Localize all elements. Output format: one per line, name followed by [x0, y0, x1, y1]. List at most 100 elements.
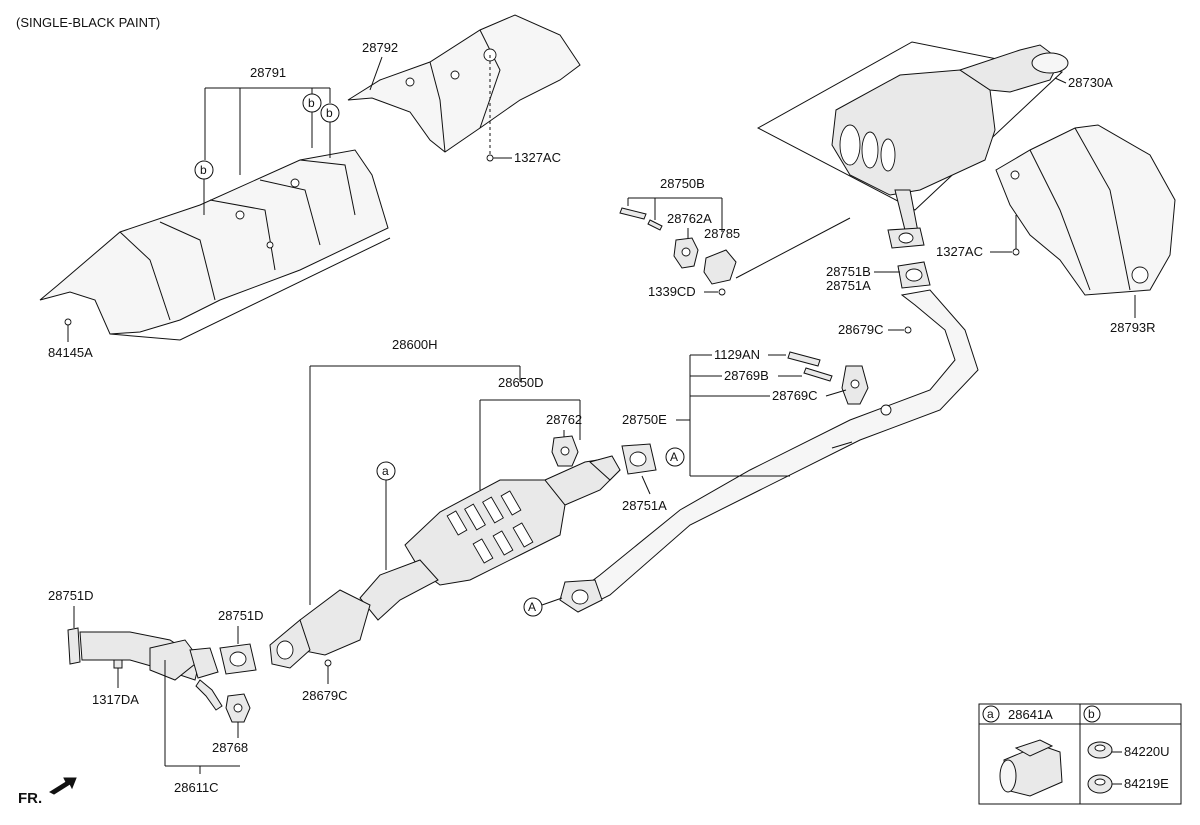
svg-text:28611C: 28611C — [174, 780, 219, 795]
legend-a-header: a 28641A — [982, 705, 1053, 723]
svg-text:28679C: 28679C — [838, 322, 884, 337]
front-direction-indicator: FR. — [18, 777, 77, 807]
label-28650D: 28650D — [479, 375, 581, 490]
front-pipe-28611C[interactable] — [79, 631, 223, 711]
label-28751B: 28751B — [826, 264, 900, 279]
svg-text:28730A: 28730A — [1068, 75, 1113, 90]
label-28792: 28792 — [362, 40, 398, 91]
bracket-28785[interactable] — [703, 249, 737, 285]
legend-table: a 28641A b 84220U 84219E — [978, 703, 1182, 805]
label-28750E: 28750E — [622, 354, 790, 477]
gasket-28751D-mid[interactable] — [219, 643, 257, 675]
label-28751A-top: 28751A — [826, 278, 871, 293]
svg-text:28750B: 28750B — [660, 176, 705, 191]
svg-text:a: a — [382, 464, 389, 478]
label-28679C-bottom: 28679C — [302, 659, 348, 703]
svg-text:A: A — [670, 450, 678, 464]
svg-text:FR.: FR. — [18, 790, 42, 807]
svg-text:1317DA: 1317DA — [92, 692, 139, 707]
marker-b-1: b — [194, 160, 214, 215]
label-28600H: 28600H — [309, 337, 521, 605]
label-28751D-mid: 28751D — [218, 608, 264, 644]
heat-shield-28793R[interactable] — [995, 124, 1176, 296]
marker-a-1: a — [376, 461, 396, 570]
dashed-outline-muffler — [756, 41, 1064, 211]
leader-bracket-to-muffler — [735, 217, 851, 279]
label-28611C: 28611C — [164, 660, 240, 795]
label-28750B: 28750B — [627, 176, 723, 232]
svg-text:28791: 28791 — [250, 65, 286, 80]
svg-text:28751B: 28751B — [826, 264, 871, 279]
paint-note: (SINGLE-BLACK PAINT) — [16, 15, 160, 30]
label-28793R: 28793R — [1110, 295, 1156, 335]
svg-text:84219E: 84219E — [1124, 776, 1169, 791]
marker-b-2: b — [302, 93, 322, 148]
label-28768: 28768 — [212, 722, 248, 755]
svg-text:28769B: 28769B — [724, 368, 769, 383]
gasket-28751A-mid[interactable] — [621, 443, 657, 475]
svg-text:28750E: 28750E — [622, 412, 667, 427]
svg-text:b: b — [326, 106, 333, 120]
svg-text:28679C: 28679C — [302, 688, 348, 703]
label-28785: 28785 — [704, 226, 740, 241]
rear-muffler-28730A[interactable] — [831, 44, 1069, 233]
svg-text:28751A: 28751A — [826, 278, 871, 293]
bolt-28750B[interactable] — [619, 207, 663, 231]
svg-text:28600H: 28600H — [392, 337, 438, 352]
svg-text:28650D: 28650D — [498, 375, 544, 390]
clamp-28641A[interactable] — [999, 739, 1063, 797]
hanger-28762A[interactable] — [673, 237, 699, 269]
grommet-84220U[interactable]: 84220U — [1087, 741, 1170, 759]
hanger-28768[interactable] — [225, 693, 251, 723]
svg-text:28762A: 28762A — [667, 211, 712, 226]
front-catalyst-pipe[interactable] — [269, 559, 439, 669]
label-28769C: 28769C — [772, 388, 847, 403]
grommet-84219E[interactable]: 84219E — [1087, 774, 1169, 794]
gasket-28751B[interactable] — [887, 227, 925, 249]
svg-text:84145A: 84145A — [48, 345, 93, 360]
svg-text:1339CD: 1339CD — [648, 284, 696, 299]
marker-A-2: A — [523, 597, 563, 617]
hanger-28769C[interactable] — [841, 365, 869, 405]
svg-text:28751D: 28751D — [48, 588, 94, 603]
svg-text:28751A: 28751A — [622, 498, 667, 513]
catalytic-converter-28650D[interactable] — [404, 455, 621, 586]
svg-text:a: a — [987, 707, 994, 721]
hanger-28762[interactable] — [551, 435, 579, 467]
svg-text:b: b — [1088, 707, 1095, 721]
label-28730A: 28730A — [1054, 75, 1113, 90]
gasket-28751D-left[interactable] — [67, 627, 81, 665]
gasket-28751A-top[interactable] — [897, 261, 931, 289]
svg-text:28641A: 28641A — [1008, 707, 1053, 722]
svg-text:b: b — [200, 163, 207, 177]
label-28679C-top: 28679C — [838, 322, 912, 337]
marker-A-1: A — [665, 447, 685, 467]
svg-text:28793R: 28793R — [1110, 320, 1156, 335]
svg-text:28792: 28792 — [362, 40, 398, 55]
bolt-28769B[interactable] — [803, 367, 833, 382]
svg-text:1327AC: 1327AC — [936, 244, 983, 259]
svg-text:1327AC: 1327AC — [514, 150, 561, 165]
svg-text:28769C: 28769C — [772, 388, 818, 403]
label-28751A-mid: 28751A — [622, 475, 667, 513]
front-arrow-icon — [48, 777, 77, 795]
legend-b-header: b — [1083, 705, 1101, 723]
svg-text:1129AN: 1129AN — [714, 347, 760, 362]
svg-text:28762: 28762 — [546, 412, 582, 427]
label-28762: 28762 — [546, 412, 582, 438]
svg-text:A: A — [528, 600, 536, 614]
label-1327AC-right: 1327AC — [936, 215, 1020, 259]
svg-text:28785: 28785 — [704, 226, 740, 241]
label-1317DA: 1317DA — [92, 659, 139, 707]
svg-text:28751D: 28751D — [218, 608, 264, 623]
label-28769B: 28769B — [724, 368, 802, 383]
label-1129AN: 1129AN — [714, 347, 786, 362]
bolt-1129AN[interactable] — [787, 351, 821, 367]
heat-shield-28791[interactable] — [39, 149, 391, 341]
label-28751D-left: 28751D — [48, 588, 94, 628]
center-pipe-28650D[interactable] — [559, 289, 979, 613]
heat-shield-28792[interactable] — [347, 14, 581, 153]
label-84145A: 84145A — [48, 318, 93, 360]
marker-b-3: b — [320, 103, 340, 158]
